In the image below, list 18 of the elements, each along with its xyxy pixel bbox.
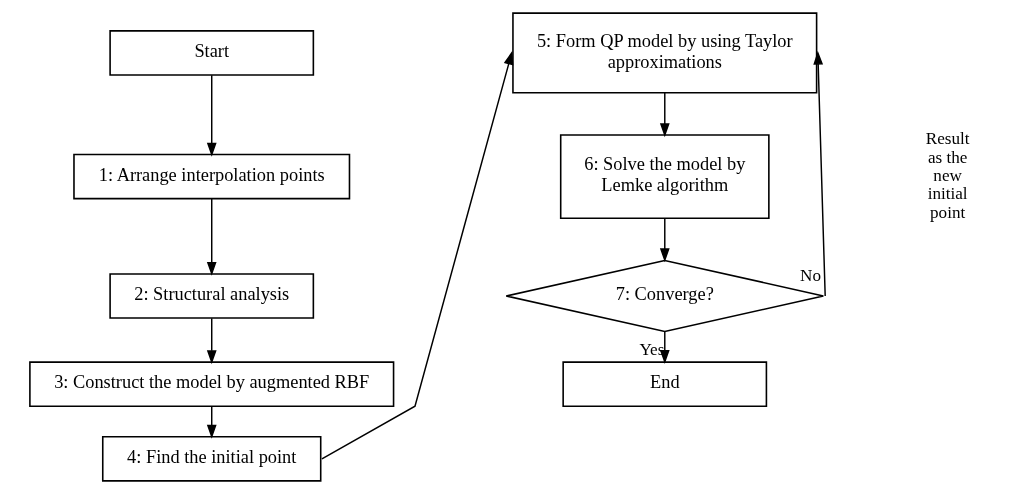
node-box: 5: Form QP model by using Taylor approximations	[511, 12, 817, 94]
node-box: End	[561, 361, 767, 407]
node-box: 2: Structural analysis	[108, 273, 314, 319]
node-box: 3: Construct the model by augmented RBF	[28, 361, 394, 407]
label: Result as the new initial point	[925, 129, 970, 222]
arrow	[206, 405, 217, 439]
node-box: 6: Solve the model by Lemke algorithm	[559, 134, 770, 220]
node-box: Start	[108, 30, 314, 76]
arrow	[812, 50, 826, 297]
arrow	[320, 50, 513, 460]
node-box: 4: Find the initial point	[101, 436, 321, 482]
arrow	[206, 74, 217, 157]
node-box: 1: Arrange interpolation points	[72, 153, 350, 200]
arrow	[659, 92, 670, 138]
arrow	[206, 198, 217, 276]
edge-label: No	[799, 265, 821, 285]
arrow	[206, 317, 217, 365]
arrow	[659, 217, 670, 263]
